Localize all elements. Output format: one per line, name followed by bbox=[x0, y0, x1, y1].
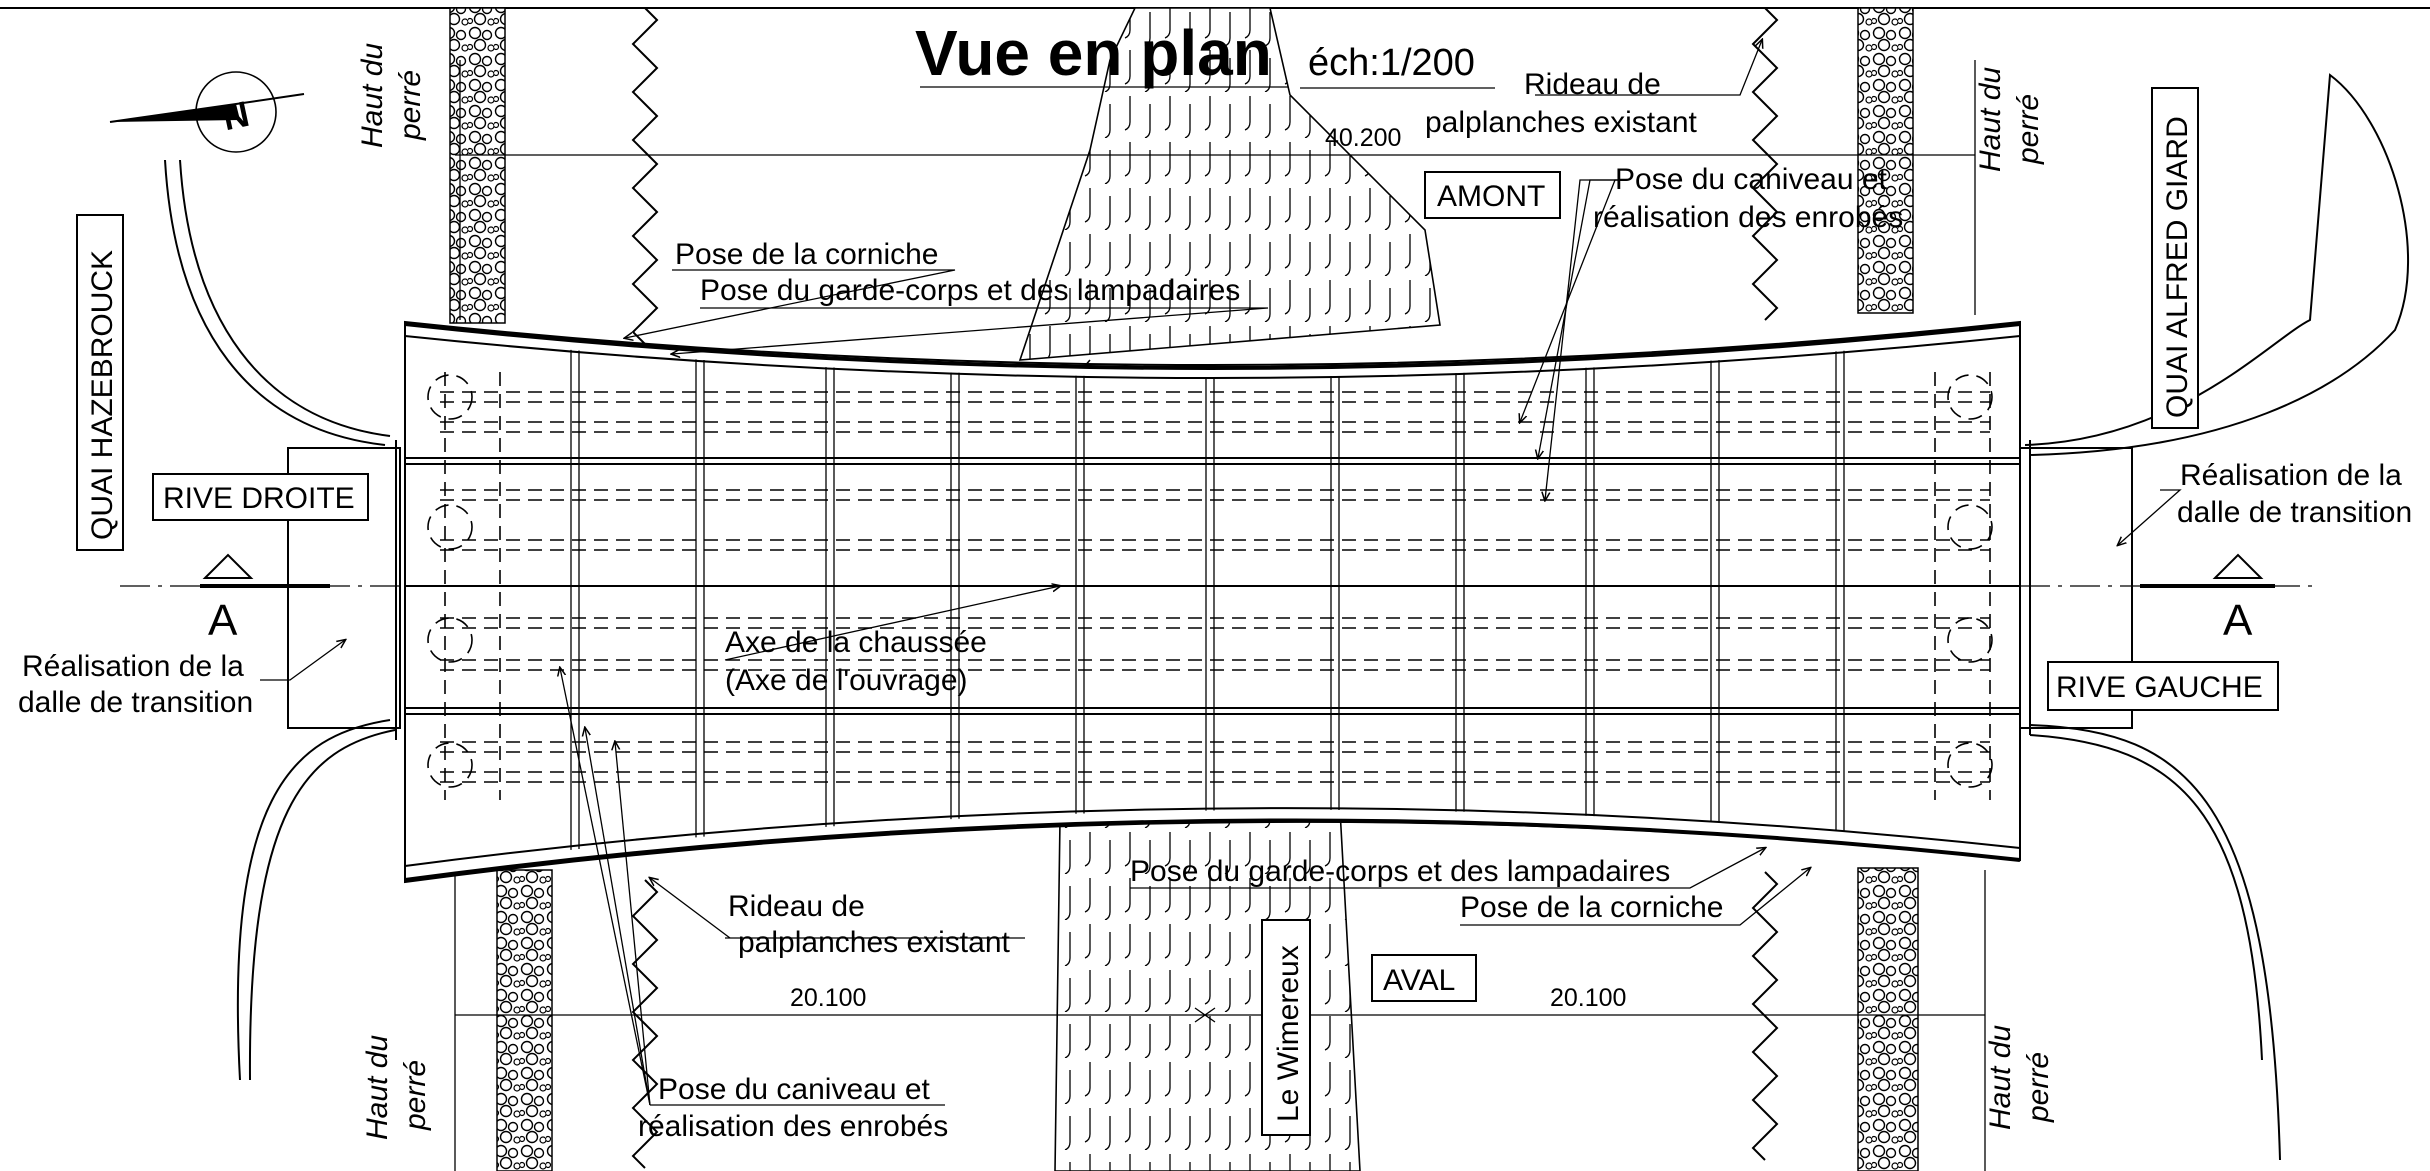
left-bank-box bbox=[2047, 661, 2279, 711]
label-left-bank: RIVE GAUCHE bbox=[2056, 671, 2263, 704]
sheet-pile-wall-left-top bbox=[631, 7, 659, 345]
label-bank-crest-2: perré bbox=[399, 1060, 432, 1131]
label-upstream: AMONT bbox=[1437, 180, 1545, 213]
deck-dashed-girders bbox=[440, 372, 1991, 800]
label-sheet-pile-top-1: Rideau de bbox=[1524, 68, 1661, 101]
river-name-box bbox=[1261, 919, 1311, 1136]
label-bank-crest-1: Haut du bbox=[1984, 1025, 2017, 1130]
downstream-guardrail-line bbox=[404, 807, 2021, 867]
right-bank-box bbox=[152, 473, 369, 521]
dimension-midpoint-mark bbox=[1194, 1007, 1216, 1023]
bearing-circle bbox=[1947, 742, 1993, 788]
quay-outline-right-bottom bbox=[2029, 724, 2281, 1161]
dimension-half-right: 20.100 bbox=[1550, 984, 1626, 1012]
quay-outline-left-top bbox=[164, 159, 386, 446]
label-corniche-upstream: Pose de la corniche bbox=[675, 238, 939, 271]
label-road-axis-2: (Axe de l'ouvrage) bbox=[725, 664, 968, 697]
label-slab-right-1: Réalisation de la bbox=[2180, 459, 2402, 492]
drawing-title: Vue en plan bbox=[915, 17, 1272, 89]
dimension-total: 40.200 bbox=[1325, 124, 1401, 152]
label-road-axis-1: Axe de la chaussée bbox=[725, 626, 987, 659]
quay-right-box bbox=[2151, 87, 2199, 429]
label-bank-crest-2: perré bbox=[2012, 94, 2045, 165]
bearing-circle bbox=[1947, 374, 1993, 420]
downstream-box bbox=[1371, 954, 1477, 1002]
label-bank-crest-2: perré bbox=[2022, 1052, 2055, 1123]
riprap-bank-right-top bbox=[1857, 7, 1914, 314]
label-bank-crest-2: perré bbox=[394, 70, 427, 141]
upstream-box bbox=[1424, 171, 1561, 219]
quay-outline-right-bottom bbox=[2029, 734, 2263, 1061]
sheet-pile-wall-right-bottom bbox=[1751, 871, 1779, 1161]
label-slab-right-2: dalle de transition bbox=[2177, 496, 2412, 529]
downstream-cornice-edge bbox=[404, 818, 2021, 882]
label-guardrail-upstream: Pose du garde-corps et des lampadaires bbox=[700, 274, 1240, 307]
upstream-guardrail-line bbox=[404, 335, 2021, 379]
bearing-circle bbox=[427, 504, 473, 550]
upstream-cornice-edge bbox=[404, 322, 2021, 370]
bearing-supports bbox=[427, 374, 1993, 788]
north-arrow-icon bbox=[109, 71, 305, 153]
quay-outline-left-top bbox=[179, 159, 391, 437]
quay-outline-right-top bbox=[2024, 73, 2409, 456]
deck-transverse-beams bbox=[570, 349, 1845, 850]
label-quay-left: QUAI HAZEBROUCK bbox=[86, 250, 119, 540]
dimension-half-left: 20.100 bbox=[790, 984, 866, 1012]
riprap-bank-right-bottom bbox=[1857, 867, 1919, 1171]
label-gutter-downstream-1: Pose du caniveau et bbox=[658, 1073, 931, 1106]
label-river: Le Wimereux bbox=[1272, 945, 1305, 1122]
north-letter: N bbox=[219, 93, 253, 139]
quay-outline-left-bottom bbox=[248, 729, 396, 1081]
label-gutter-upstream-2: réalisation des enrobés bbox=[1593, 201, 1903, 234]
river-channel-upstream bbox=[1018, 7, 1441, 361]
section-mark-right bbox=[2140, 553, 2275, 588]
bearing-circle bbox=[427, 617, 473, 663]
label-sheet-pile-bottom-2: palplanches existant bbox=[738, 926, 1011, 959]
quay-outline-left-bottom bbox=[236, 719, 391, 1081]
section-label-right: A bbox=[2223, 596, 2253, 645]
bridge-deck-outline bbox=[404, 320, 2021, 884]
label-gutter-upstream-1: Pose du caniveau et bbox=[1615, 163, 1888, 196]
section-label-left: A bbox=[208, 596, 238, 645]
label-bank-crest-1: Haut du bbox=[361, 1035, 394, 1140]
sheet-pile-wall-left-bottom bbox=[631, 879, 659, 1169]
label-sheet-pile-top-2: palplanches existant bbox=[1425, 106, 1698, 139]
section-mark-left bbox=[200, 553, 330, 588]
label-bank-crest-1: Haut du bbox=[1974, 67, 2007, 172]
label-quay-right: QUAI ALFRED GIARD bbox=[2161, 116, 2194, 418]
bearing-circle bbox=[1947, 504, 1993, 550]
label-guardrail-downstream: Pose du garde-corps et des lampadaires bbox=[1130, 855, 1670, 888]
label-downstream: AVAL bbox=[1383, 964, 1455, 997]
label-slab-left-1: Réalisation de la bbox=[22, 650, 244, 683]
label-slab-left-2: dalle de transition bbox=[18, 686, 253, 719]
bearing-circle bbox=[1947, 617, 1993, 663]
quay-left-box bbox=[76, 214, 124, 551]
drawing-scale: éch:1/200 bbox=[1308, 42, 1475, 84]
label-gutter-downstream-2: réalisation des enrobés bbox=[638, 1110, 948, 1143]
label-right-bank: RIVE DROITE bbox=[163, 482, 355, 515]
bearing-circle bbox=[427, 374, 473, 420]
annotation-leaders bbox=[260, 40, 2182, 1106]
riprap-bank-left-bottom bbox=[496, 869, 553, 1171]
label-corniche-downstream: Pose de la corniche bbox=[1460, 891, 1724, 924]
label-sheet-pile-bottom-1: Rideau de bbox=[728, 890, 865, 923]
label-bank-crest-1: Haut du bbox=[356, 43, 389, 148]
riprap-bank-left-top bbox=[449, 7, 506, 324]
bearing-circle bbox=[427, 742, 473, 788]
sheet-pile-wall-right-top bbox=[1751, 7, 1779, 321]
